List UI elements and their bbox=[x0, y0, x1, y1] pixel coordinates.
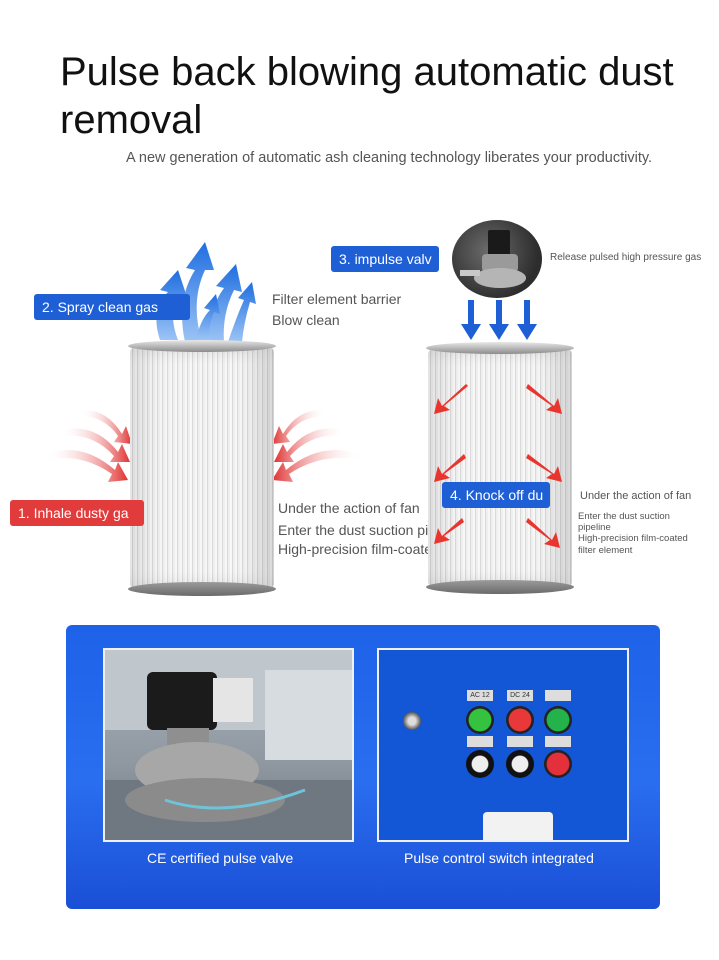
red-stop-button bbox=[544, 750, 572, 778]
fan-action-label-right: Under the action of fan bbox=[580, 490, 692, 502]
label-plate-2: DC 24 bbox=[507, 690, 533, 701]
selector-switch-1 bbox=[466, 750, 494, 778]
release-pulse-gas-label: Release pulsed high pressure gas bbox=[550, 252, 702, 263]
label-plate-4 bbox=[467, 736, 493, 747]
pulse-valve-graphic bbox=[105, 650, 352, 840]
film-coated-label-right-2: filter element bbox=[578, 545, 633, 556]
suction-pipeline-label-left: Enter the dust suction pipeline bbox=[278, 522, 466, 538]
selector-switch-2 bbox=[506, 750, 534, 778]
key-switch-icon bbox=[403, 712, 421, 730]
upward-air-arrows bbox=[156, 242, 256, 342]
green-button bbox=[544, 706, 572, 734]
fan-action-label-left: Under the action of fan bbox=[278, 500, 420, 516]
page-subtitle: A new generation of automatic ash cleani… bbox=[126, 150, 653, 166]
valve-graphic bbox=[460, 230, 526, 288]
label-plate-6 bbox=[545, 736, 571, 747]
filter-bottom-cap-left bbox=[128, 582, 276, 596]
inhale-arrows-right bbox=[272, 409, 362, 482]
dust-knock-off-arrows bbox=[434, 384, 562, 548]
suction-pipeline-label-right-2: pipeline bbox=[578, 522, 611, 533]
pulse-down-arrows bbox=[461, 300, 537, 340]
inhale-arrows-left bbox=[45, 409, 132, 482]
filter-bottom-cap-right bbox=[426, 580, 574, 594]
step-2-spray-clean-gas-tag: 2. Spray clean gas bbox=[34, 294, 190, 320]
label-plate-1: AC 12 bbox=[467, 690, 493, 701]
impulse-valve-photo bbox=[452, 220, 542, 298]
airflow-arrows-left bbox=[45, 242, 362, 482]
red-indicator-light bbox=[506, 706, 534, 734]
filter-top-cap-left bbox=[128, 340, 276, 352]
suction-pipeline-label-right-1: Enter the dust suction bbox=[578, 511, 670, 522]
filter-cartridge-left bbox=[130, 346, 274, 590]
filter-barrier-label: Filter element barrier bbox=[272, 291, 402, 307]
label-plate-3 bbox=[545, 690, 571, 701]
control-switch-caption: Pulse control switch integrated bbox=[404, 850, 594, 866]
control-switch-photo: AC 12 DC 24 bbox=[377, 648, 629, 842]
film-coated-label-right-1: High-precision film-coated bbox=[578, 533, 688, 544]
step-3-impulse-valve-tag: 3. impulse valv bbox=[331, 246, 439, 272]
step-4-knock-off-dust-tag: 4. Knock off du bbox=[442, 482, 550, 508]
pulse-valve-photo bbox=[103, 648, 354, 842]
label-plate-5 bbox=[507, 736, 533, 747]
step-1-inhale-dusty-gas-tag: 1. Inhale dusty ga bbox=[10, 500, 144, 526]
green-indicator-light bbox=[466, 706, 494, 734]
page-title: Pulse back blowing automatic dust remova… bbox=[60, 50, 674, 142]
pulse-valve-caption: CE certified pulse valve bbox=[147, 850, 294, 866]
blow-clean-label: Blow clean bbox=[272, 312, 340, 328]
cable-gland-plate bbox=[483, 812, 553, 840]
filter-top-cap-right bbox=[426, 342, 574, 354]
